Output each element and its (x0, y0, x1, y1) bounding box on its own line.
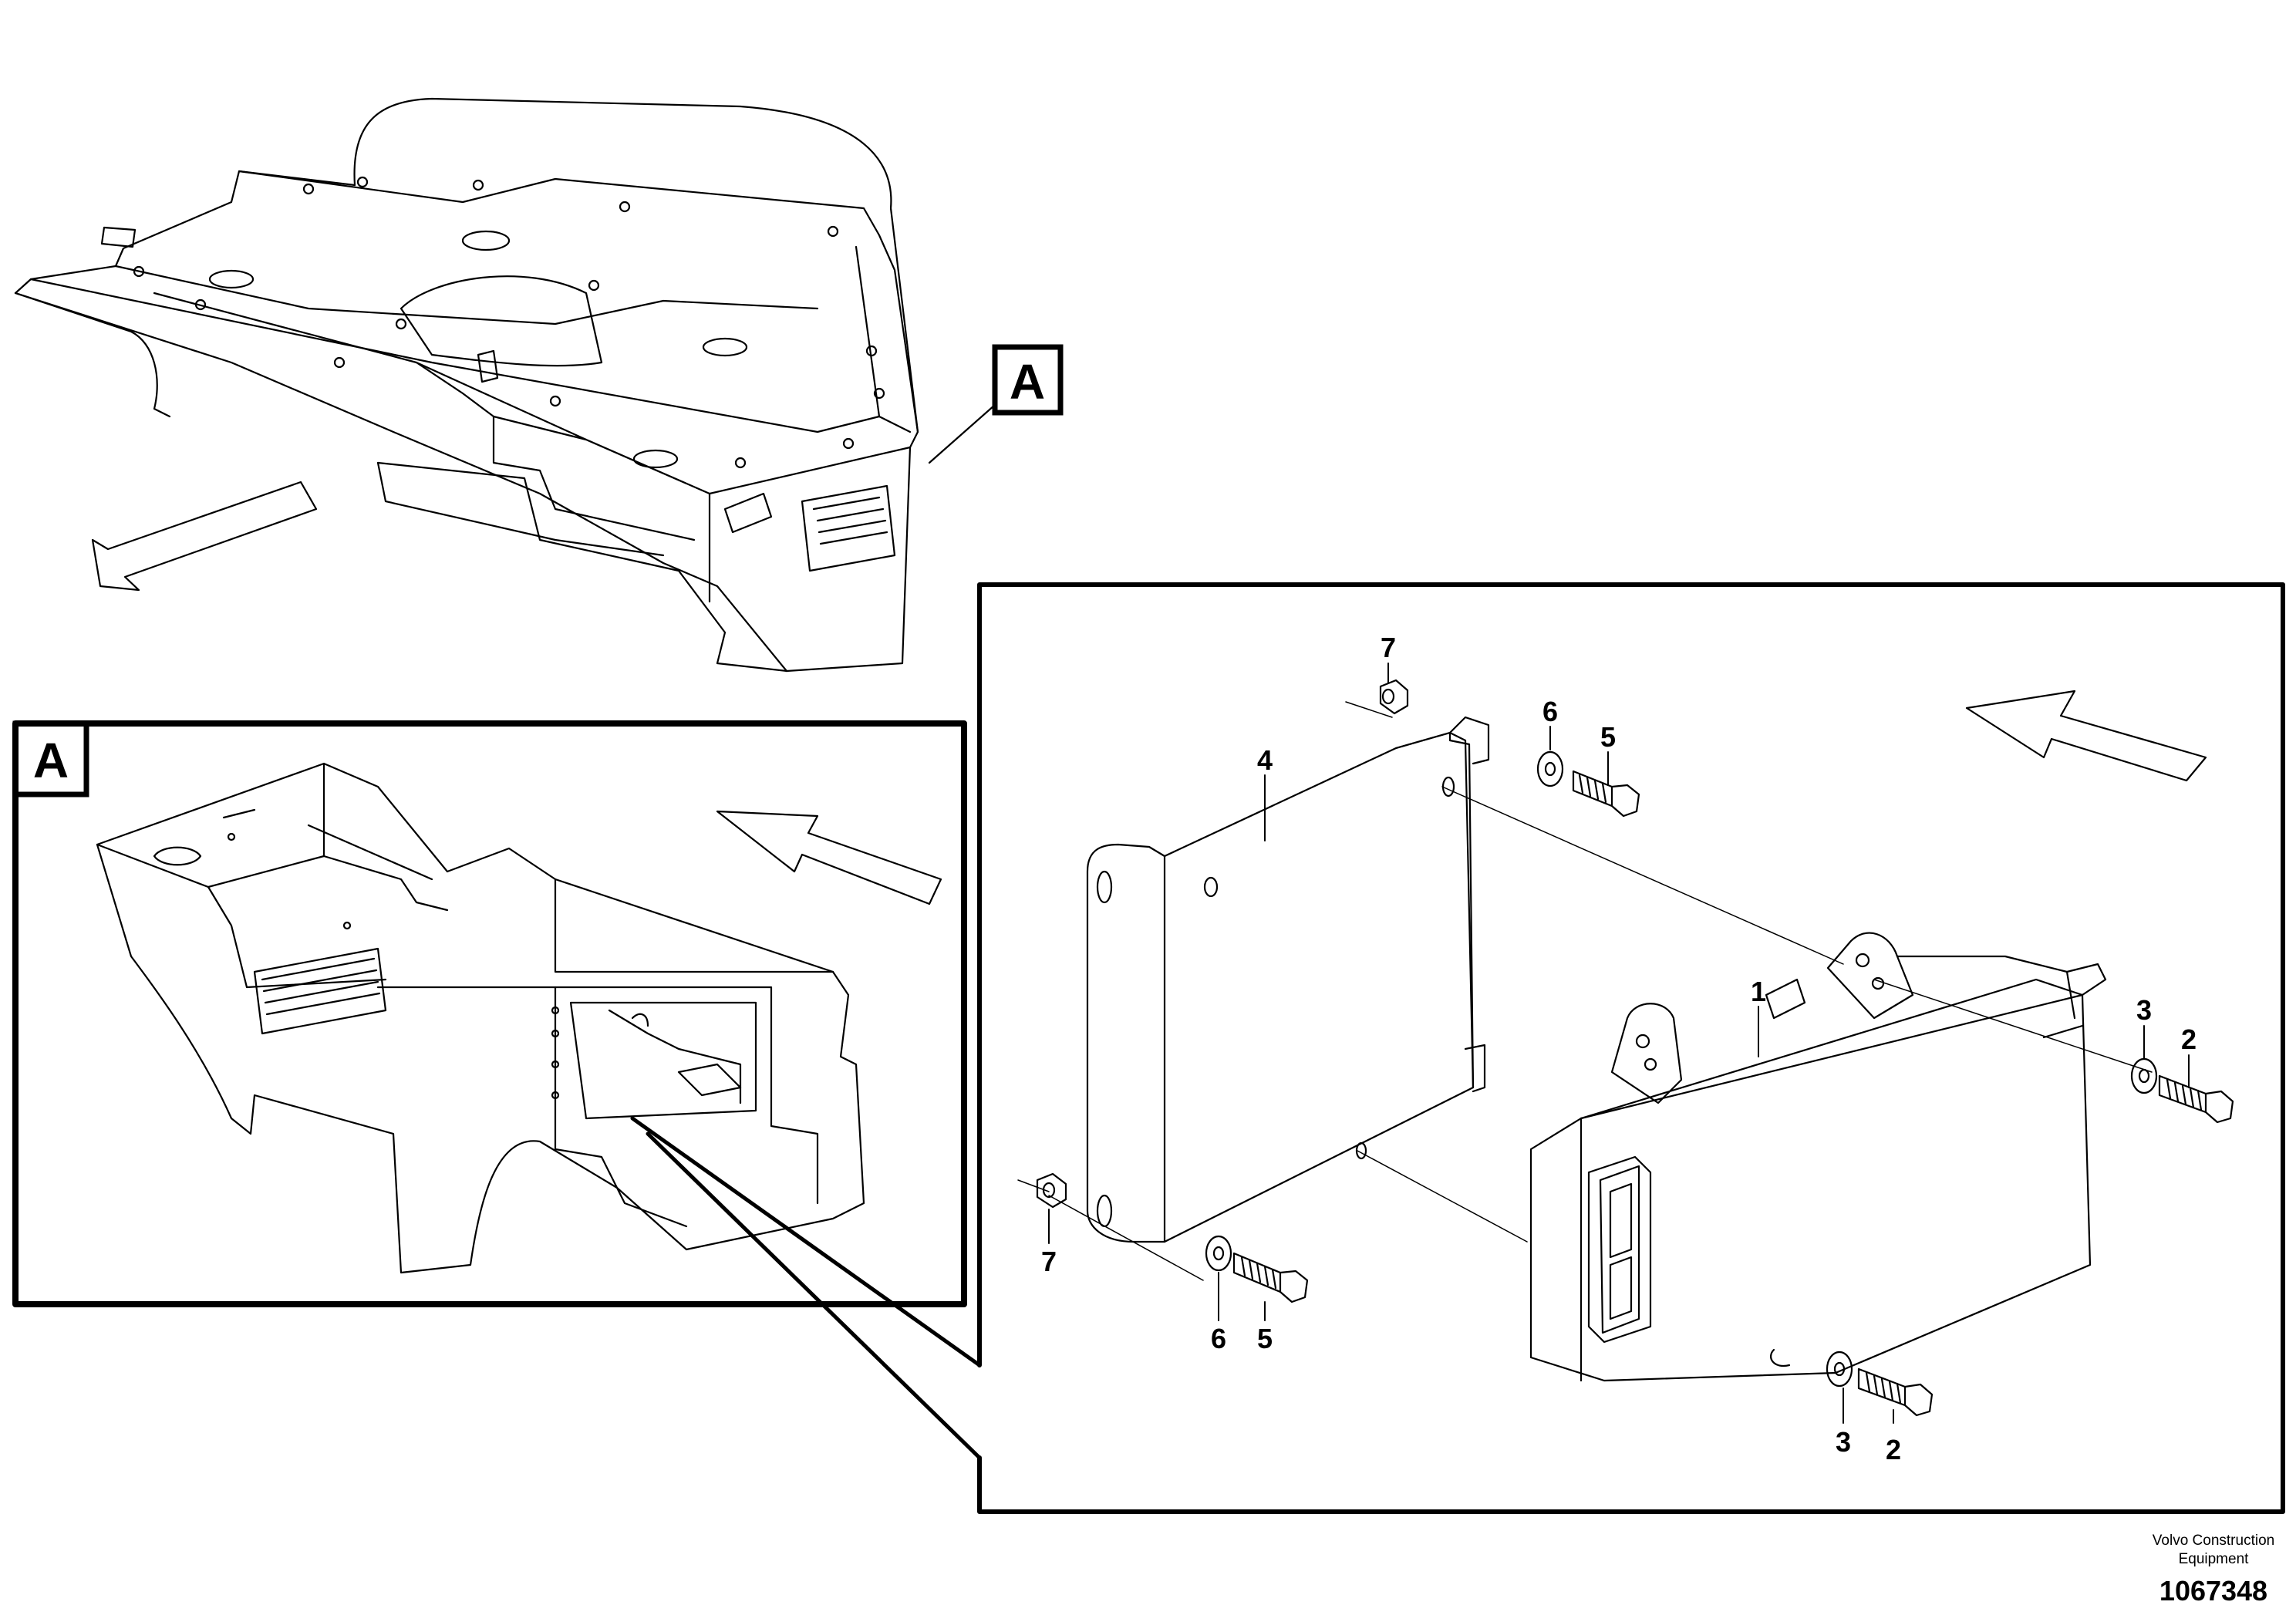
label-part-2-lower: 2 (1886, 1434, 1901, 1465)
washer-top (1536, 750, 1564, 787)
label-part-3-right: 3 (2136, 994, 2152, 1026)
label-part-6-top: 6 (1542, 696, 1558, 727)
alignment-lines (1017, 701, 2153, 1281)
top-fastener-set (1379, 679, 1640, 818)
label-part-1: 1 (1751, 976, 1766, 1007)
bolt-top (1572, 770, 1640, 818)
callout-detail-lines (630, 1116, 982, 1460)
label-part-5-top: 5 (1600, 721, 1616, 753)
label-part-5-bottom: 5 (1257, 1323, 1273, 1354)
platform-overview (14, 97, 919, 673)
direction-arrow-overview (91, 481, 318, 592)
direction-arrow-exploded (1965, 690, 2207, 782)
callout-a-letter-overview: A (1010, 354, 1045, 410)
mounting-bracket (1086, 716, 1490, 1243)
credit-line-2: Equipment (2179, 1551, 2250, 1567)
nut-top (1379, 679, 1409, 715)
nut-bottom (1036, 1172, 1067, 1209)
label-part-6-bottom: 6 (1211, 1323, 1226, 1354)
label-part-4: 4 (1257, 744, 1273, 776)
lower-fastener-set (1826, 1351, 1934, 1417)
washer-right (2130, 1057, 2158, 1094)
direction-arrow-detail-a (716, 810, 942, 905)
control-unit (1529, 932, 2107, 1382)
callout-a-box-overview (992, 344, 1064, 416)
callout-a-box-detail (12, 720, 89, 798)
right-fastener-set (2130, 1057, 2234, 1124)
callout-a-leader (928, 403, 996, 464)
washer-bottom (1205, 1235, 1232, 1272)
washer-lower (1826, 1351, 1853, 1388)
label-part-3-lower: 3 (1836, 1426, 1851, 1458)
credit-line-1: Volvo Construction (2153, 1533, 2274, 1549)
exploded-view-frame (977, 582, 2285, 1514)
document-number: 1067348 (2159, 1575, 2267, 1607)
callout-a-letter-detail: A (33, 733, 69, 788)
bolt-bottom (1232, 1252, 1309, 1303)
part-leaders (1048, 663, 2190, 1424)
label-part-7-top: 7 (1381, 632, 1396, 663)
detail-a-frame (12, 720, 967, 1307)
bottom-fastener-set (1036, 1172, 1309, 1303)
label-part-2-right: 2 (2181, 1023, 2197, 1055)
label-part-7-bottom: 7 (1041, 1246, 1057, 1277)
detail-a-housing (96, 762, 865, 1274)
